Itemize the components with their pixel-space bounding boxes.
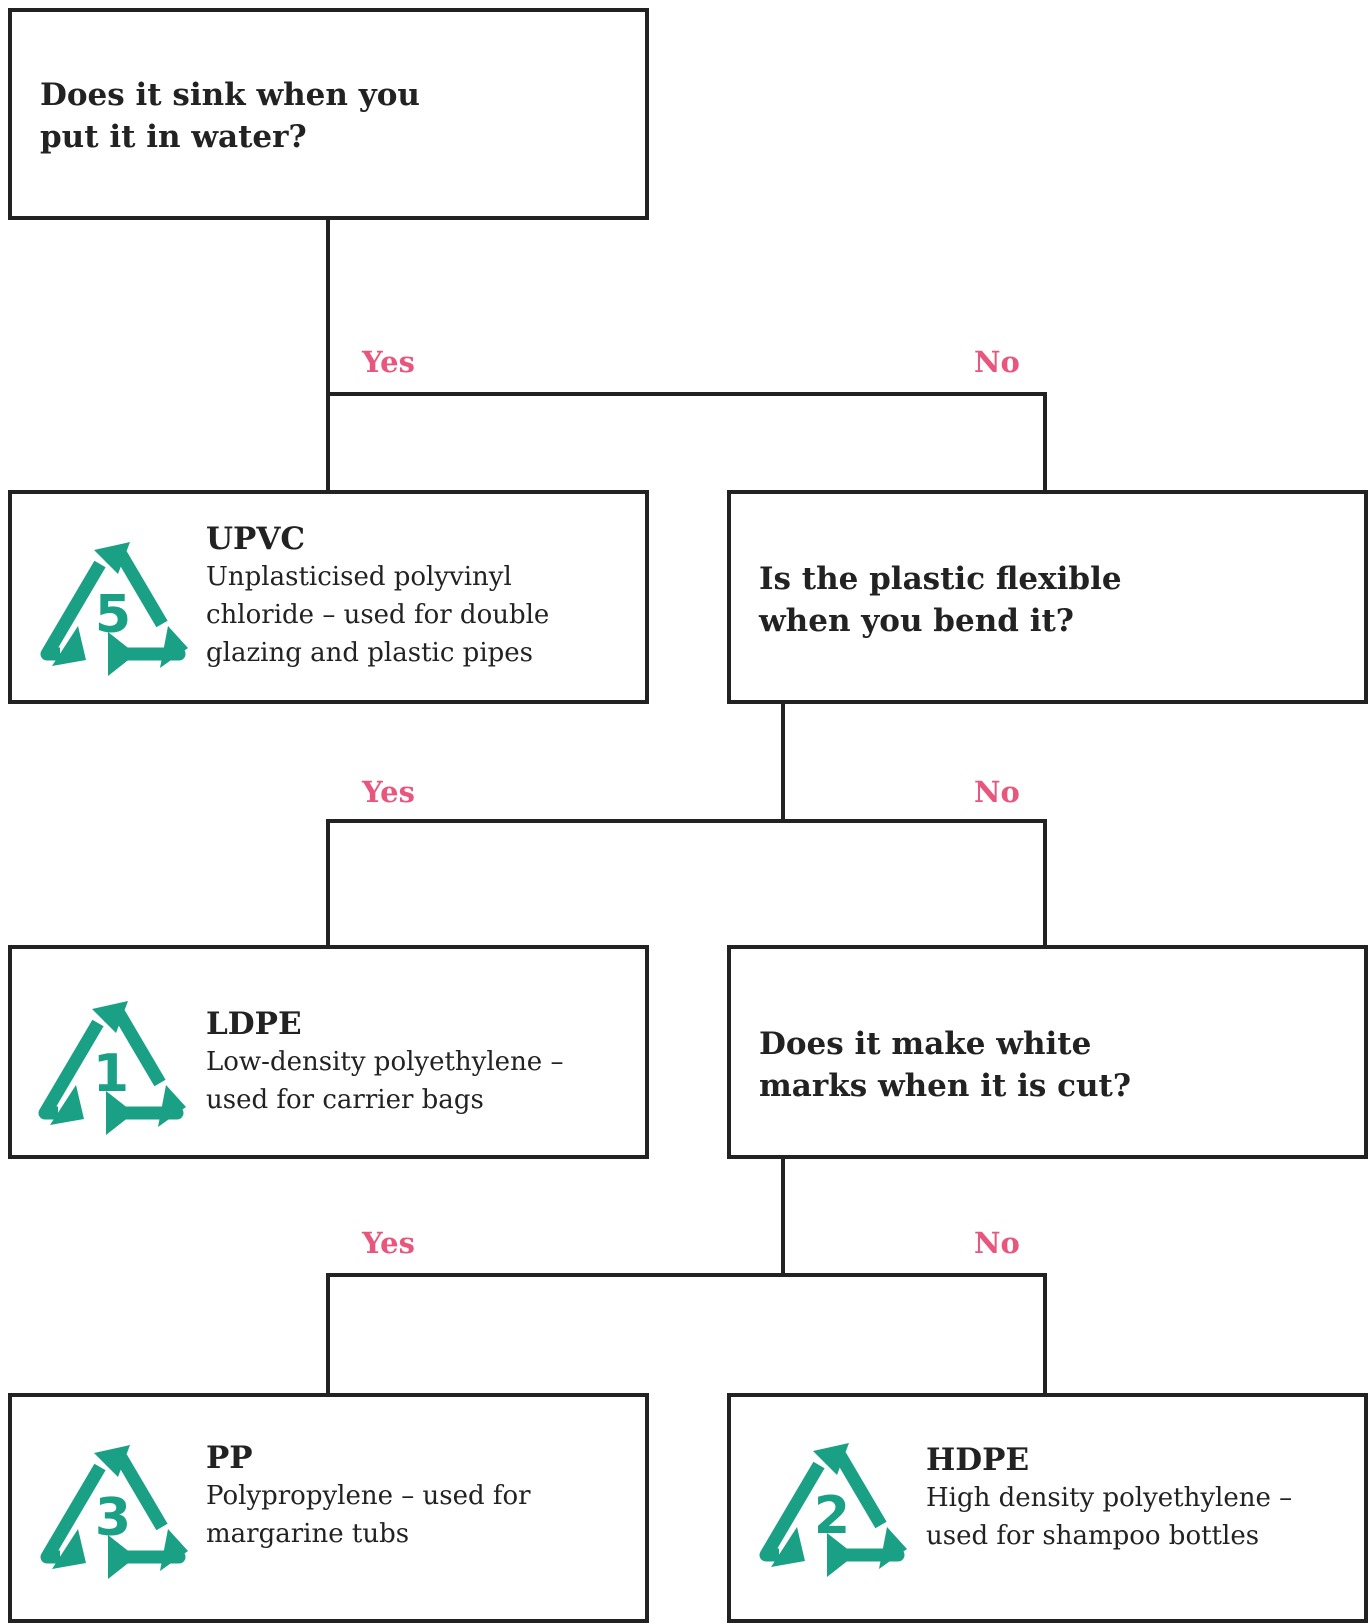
arrowhead (813, 1443, 849, 1475)
arrowhead (106, 1091, 134, 1135)
connector-q2-no-down (1043, 819, 1047, 947)
recycle-3-icon: 3 (38, 1439, 188, 1589)
question-node-white-marks: Does it make white marks when it is cut? (727, 945, 1368, 1159)
recycle-code: 5 (95, 585, 131, 645)
description-line: Low-density polyethylene – (206, 1047, 564, 1077)
description-line: used for shampoo bottles (926, 1521, 1260, 1551)
arrowhead (160, 626, 188, 668)
question-text: Does it make white marks when it is cut? (759, 1023, 1131, 1107)
result-description: Polypropylene – used for margarine tubs (206, 1477, 531, 1553)
result-title: PP (206, 1440, 253, 1476)
branch-no-label: No (974, 1226, 1020, 1260)
connector-q2-yes-down (326, 819, 330, 947)
question-line: marks when it is cut? (759, 1068, 1132, 1104)
connector-q3-down (781, 1157, 785, 1277)
result-title: UPVC (206, 521, 306, 557)
description-line: glazing and plastic pipes (206, 638, 534, 668)
connector-q3-yes-down (326, 1273, 330, 1395)
result-node-ldpe: 1 LDPE Low-density polyethylene – used f… (8, 945, 649, 1159)
description-line: margarine tubs (206, 1519, 410, 1549)
recycle-2-icon: 2 (757, 1437, 907, 1587)
question-text: Does it sink when you put it in water? (40, 74, 420, 158)
connector-q1-yes-down (326, 392, 330, 492)
arrowhead (94, 542, 130, 574)
arrowhead (50, 1085, 84, 1125)
description-line: High density polyethylene – (926, 1483, 1293, 1513)
branch-yes-label: Yes (362, 345, 415, 379)
connector-q1-no-down (1043, 392, 1047, 492)
arrowhead (92, 1001, 128, 1033)
arrowhead (52, 626, 86, 666)
arrowhead (771, 1527, 805, 1567)
arrowhead (158, 1085, 186, 1127)
arrowhead (160, 1529, 188, 1571)
result-description: Low-density polyethylene – used for carr… (206, 1043, 563, 1119)
question-node-sink: Does it sink when you put it in water? (8, 8, 649, 220)
branch-yes-label: Yes (362, 775, 415, 809)
branch-yes-label: Yes (362, 1226, 415, 1260)
arrowhead (94, 1445, 130, 1477)
recycle-code: 2 (814, 1486, 850, 1546)
branch-no-label: No (974, 775, 1020, 809)
recycle-1-icon: 1 (36, 995, 186, 1145)
arrowhead (108, 632, 136, 676)
connector-q1-horizontal (326, 392, 1047, 396)
recycle-code: 3 (95, 1488, 131, 1548)
arrowhead (879, 1527, 907, 1569)
result-node-pp: 3 PP Polypropylene – used for margarine … (8, 1393, 649, 1623)
connector-q3-no-down (1043, 1273, 1047, 1395)
arrowhead (108, 1535, 136, 1579)
connector-q3-horizontal (326, 1273, 1047, 1277)
result-node-upvc: 5 UPVC Unplasticised polyvinyl chloride … (8, 490, 649, 704)
result-description: High density polyethylene – used for sha… (926, 1479, 1292, 1555)
result-title: LDPE (206, 1006, 302, 1042)
question-line: when you bend it? (759, 603, 1074, 639)
result-node-hdpe: 2 HDPE High density polyethylene – used … (727, 1393, 1368, 1623)
question-line: Does it make white (759, 1026, 1092, 1062)
arrowhead (52, 1529, 86, 1569)
recycle-code: 1 (93, 1044, 129, 1104)
description-line: used for carrier bags (206, 1085, 484, 1115)
question-line: put it in water? (40, 119, 307, 155)
branch-no-label: No (974, 345, 1020, 379)
connector-q2-down (781, 701, 785, 823)
arrowhead (827, 1533, 855, 1577)
question-line: Does it sink when you (40, 77, 420, 113)
description-line: chloride – used for double (206, 600, 550, 630)
result-description: Unplasticised polyvinyl chloride – used … (206, 558, 549, 672)
description-line: Polypropylene – used for (206, 1481, 531, 1511)
connector-q1-down (326, 216, 330, 396)
result-title: HDPE (926, 1442, 1030, 1478)
description-line: Unplasticised polyvinyl (206, 562, 512, 592)
question-node-flexible: Is the plastic flexible when you bend it… (727, 490, 1368, 704)
question-line: Is the plastic flexible (759, 561, 1122, 597)
recycle-5-icon: 5 (38, 536, 188, 686)
connector-q2-horizontal (326, 819, 1047, 823)
question-text: Is the plastic flexible when you bend it… (759, 558, 1122, 642)
